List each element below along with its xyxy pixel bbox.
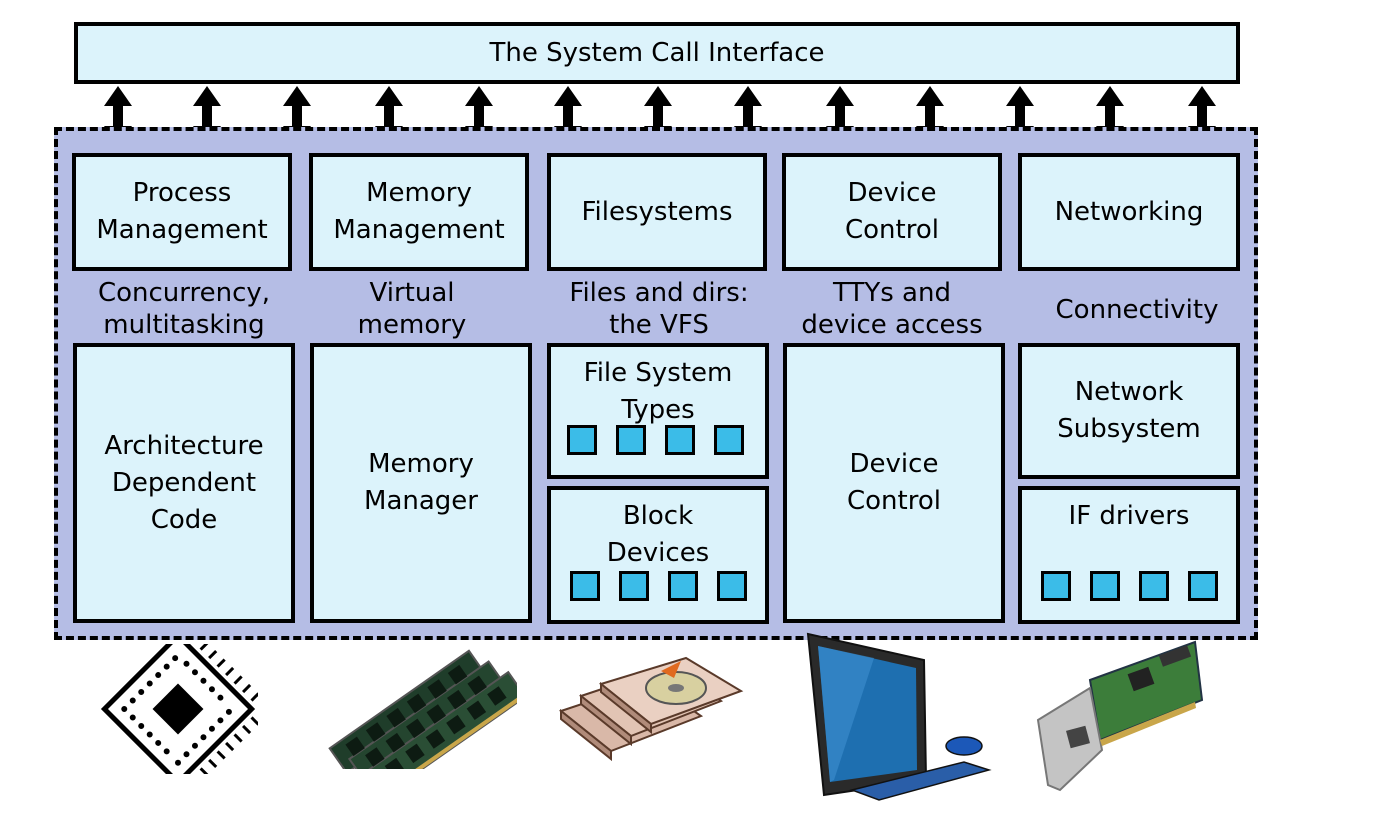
process-caption: Concurrency, multitasking xyxy=(97,278,271,340)
filesystems-caption: Files and dirs: the VFS xyxy=(569,278,749,340)
ram-modules-icon xyxy=(328,649,517,769)
system-call-interface: The System Call Interface xyxy=(74,22,1240,84)
memory-management-box: Memory Management xyxy=(309,153,529,271)
device-control-box: Device Control xyxy=(782,153,1002,271)
file-system-types-box: File System Types xyxy=(547,343,769,479)
if-driver-square xyxy=(1188,571,1218,601)
block-device-square xyxy=(619,571,649,601)
memory-caption: Virtual memory xyxy=(357,278,467,340)
computer-monitor-icon xyxy=(806,632,992,801)
fs-type-square xyxy=(665,425,695,455)
if-driver-square xyxy=(1090,571,1120,601)
block-device-square xyxy=(570,571,600,601)
fs-type-square xyxy=(567,425,597,455)
architecture-dependent-code-box: Architecture Dependent Code xyxy=(73,343,295,623)
hard-disks-icon xyxy=(558,656,744,762)
memory-manager-box: Memory Manager xyxy=(310,343,532,623)
filesystems-box: Filesystems xyxy=(547,153,767,271)
networking-caption: Connectivity xyxy=(1055,295,1219,325)
device-control-lower-box: Device Control xyxy=(783,343,1005,623)
block-devices-box: Block Devices xyxy=(547,486,769,624)
block-device-square xyxy=(717,571,747,601)
if-driver-square xyxy=(1041,571,1071,601)
process-management-box: Process Management xyxy=(72,153,292,271)
device-caption: TTYs and device access xyxy=(801,278,983,340)
fs-type-square xyxy=(714,425,744,455)
cpu-chip-icon xyxy=(100,644,258,774)
networking-box: Networking xyxy=(1018,153,1240,271)
fs-type-square xyxy=(616,425,646,455)
if-driver-square xyxy=(1139,571,1169,601)
network-card-icon xyxy=(1036,640,1204,792)
network-subsystem-box: Network Subsystem xyxy=(1018,343,1240,479)
block-device-square xyxy=(668,571,698,601)
if-drivers-box: IF drivers xyxy=(1018,486,1240,624)
